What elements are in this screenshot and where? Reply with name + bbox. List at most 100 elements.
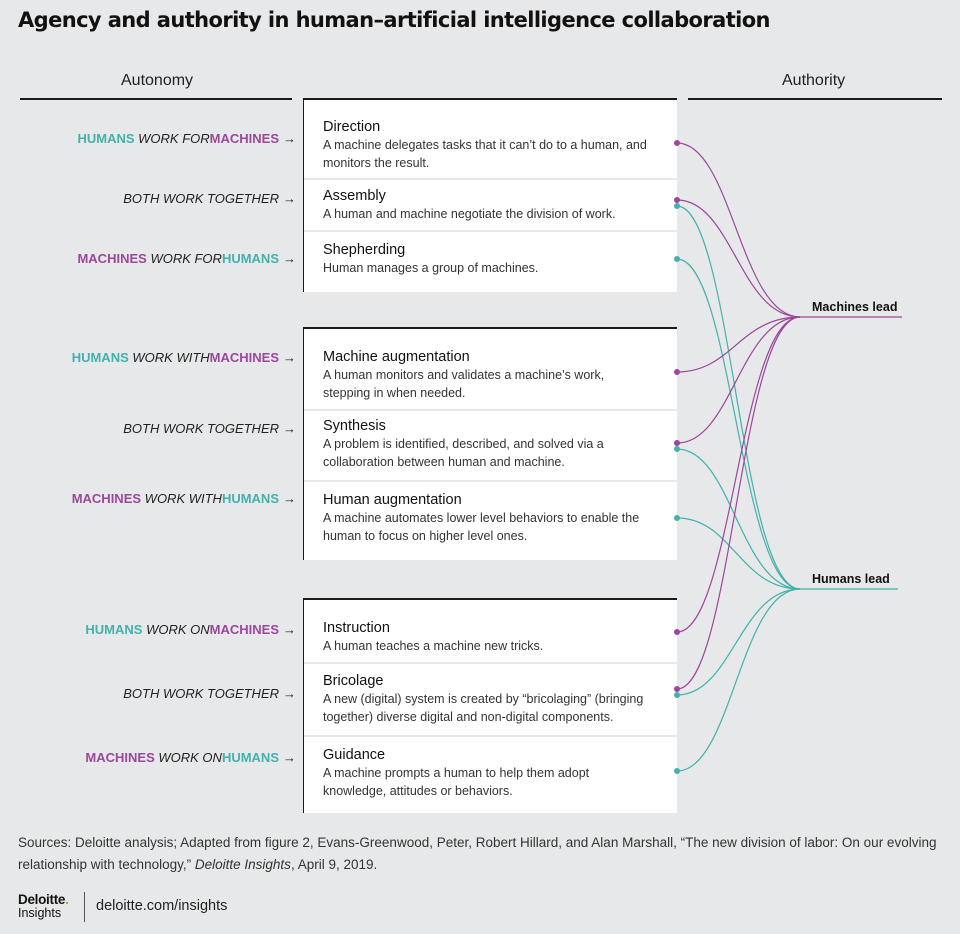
link-dot: [674, 256, 680, 262]
autonomy-label-guidance: MACHINES WORK ONHUMANS→: [85, 750, 296, 765]
item-title: Machine augmentation: [323, 349, 470, 365]
item-desc: A machine automates lower level behavior…: [323, 511, 640, 543]
link-machine-augmentation-to-machines-lead: [676, 316, 801, 373]
item-title: Direction: [323, 119, 381, 135]
link-dot: [674, 629, 680, 635]
sources-publication: Deloitte Insights: [194, 857, 291, 872]
autonomy-label-instruction: HUMANS WORK ONMACHINES →: [85, 622, 296, 637]
link-shepherding-to-humans-lead: [676, 258, 801, 590]
item-title: Shepherding: [323, 242, 406, 258]
item-desc: A human teaches a machine new tricks.: [323, 639, 544, 653]
item-title: Assembly: [323, 188, 386, 204]
logo-subtitle: Insights: [18, 906, 62, 920]
item-direction: Direction A machine delegates tasks that…: [304, 118, 677, 172]
item-desc: A human monitors and validates a machine…: [323, 368, 605, 400]
footer-divider: [84, 892, 85, 922]
machines-lead-label: Machines lead: [812, 300, 898, 314]
machines-word: MACHINES: [71, 491, 142, 506]
link-synthesis-to-machines-lead: [676, 316, 801, 444]
relation-text: BOTH WORK TOGETHER: [123, 421, 279, 436]
relation-verb: WORK FOR: [150, 251, 222, 266]
autonomy-label-direction: HUMANS WORK FORMACHINES →: [77, 131, 296, 146]
item-divider: [304, 480, 677, 482]
arrow-right-icon: →: [283, 491, 296, 506]
autonomy-label-human-augmentation: MACHINES WORK WITHHUMANS →: [72, 491, 296, 506]
group-panel-1: Direction A machine delegates tasks that…: [303, 98, 677, 292]
arrow-right-icon: →: [283, 750, 296, 765]
arrow-right-icon: →: [283, 421, 296, 436]
machines-word: MACHINES: [209, 622, 279, 637]
link-dot: [674, 686, 680, 692]
humans-word: HUMANS: [221, 750, 279, 765]
item-desc: A problem is identified, described, and …: [323, 437, 604, 469]
item-title: Synthesis: [323, 418, 386, 434]
arrow-right-icon: →: [283, 131, 296, 146]
humans-word: HUMANS: [221, 491, 279, 506]
link-dot: [674, 197, 680, 203]
arrow-right-icon: →: [283, 191, 296, 206]
link-dot: [674, 369, 680, 375]
item-bricolage: Bricolage A new (digital) system is crea…: [304, 672, 677, 726]
item-title: Instruction: [323, 620, 390, 636]
link-instruction-to-machines-lead: [676, 316, 801, 633]
relation-text: BOTH WORK TOGETHER: [123, 191, 279, 206]
item-desc: A machine prompts a human to help them a…: [323, 766, 590, 798]
link-dot: [674, 515, 680, 521]
link-bricolage-to-machines-lead: [676, 316, 801, 690]
link-dot: [674, 203, 680, 209]
deloitte-insights-logo: Deloitte. Insights: [18, 892, 80, 920]
autonomy-label-synthesis: BOTH WORK TOGETHER →: [123, 421, 296, 436]
item-title: Guidance: [323, 747, 386, 763]
item-divider: [304, 662, 677, 664]
humans-word: HUMANS: [85, 622, 143, 637]
machines-word: MACHINES: [77, 251, 147, 266]
item-desc: A human and machine negotiate the divisi…: [323, 207, 616, 221]
humans-word: HUMANS: [221, 251, 279, 266]
link-dot: [674, 446, 680, 452]
authority-header: Authority: [782, 72, 846, 89]
group-panel-2: Machine augmentation A human monitors an…: [303, 327, 677, 560]
item-desc: A machine delegates tasks that it can’t …: [323, 138, 647, 170]
autonomy-rule: [20, 98, 292, 100]
group-panel-3: Instruction A human teaches a machine ne…: [303, 598, 677, 813]
item-human-augmentation: Human augmentation A machine automates l…: [304, 491, 677, 545]
item-divider: [304, 409, 677, 411]
link-synthesis-to-humans-lead: [676, 448, 801, 590]
authority-rule: [688, 98, 942, 100]
item-desc: Human manages a group of machines.: [323, 261, 539, 275]
item-divider: [304, 178, 677, 180]
link-dot: [674, 768, 680, 774]
link-bricolage-to-humans-lead: [676, 588, 801, 696]
humans-word: HUMANS: [77, 131, 135, 146]
item-title: Human augmentation: [323, 492, 462, 508]
arrow-right-icon: →: [283, 350, 296, 365]
arrow-right-icon: →: [283, 251, 296, 266]
page-title: Agency and authority in human–artificial…: [18, 8, 771, 32]
machines-word: MACHINES: [209, 131, 279, 146]
sources-text: Sources: Deloitte analysis; Adapted from…: [18, 835, 937, 872]
autonomy-label-machine-augmentation: HUMANS WORK WITHMACHINES→: [72, 350, 296, 365]
item-title: Bricolage: [323, 673, 384, 689]
item-shepherding: Shepherding Human manages a group of mac…: [304, 241, 677, 277]
machines-word: MACHINES: [209, 350, 279, 365]
relation-verb: WORK WITH: [144, 491, 222, 506]
humans-lead-label: Humans lead: [812, 572, 890, 586]
link-assembly-to-machines-lead: [676, 199, 801, 318]
site-link[interactable]: deloitte.com/insights: [96, 898, 228, 914]
link-direction-to-machines-lead: [676, 142, 801, 318]
item-divider: [304, 230, 677, 232]
autonomy-header: Autonomy: [121, 72, 194, 89]
relation-verb: WORK FOR: [138, 131, 210, 146]
link-dot: [674, 140, 680, 146]
machines-word: MACHINES: [85, 750, 155, 765]
logo-green-dot: .: [65, 892, 69, 907]
link-dot: [674, 692, 680, 698]
autonomy-label-assembly: BOTH WORK TOGETHER →: [123, 191, 296, 206]
logo-wordmark: Deloitte: [18, 892, 66, 907]
link-assembly-to-humans-lead: [676, 205, 801, 590]
arrow-right-icon: →: [283, 622, 296, 637]
sources-note: Sources: Deloitte analysis; Adapted from…: [18, 832, 938, 876]
item-divider: [304, 735, 677, 737]
relation-verb: WORK ON: [146, 622, 210, 637]
